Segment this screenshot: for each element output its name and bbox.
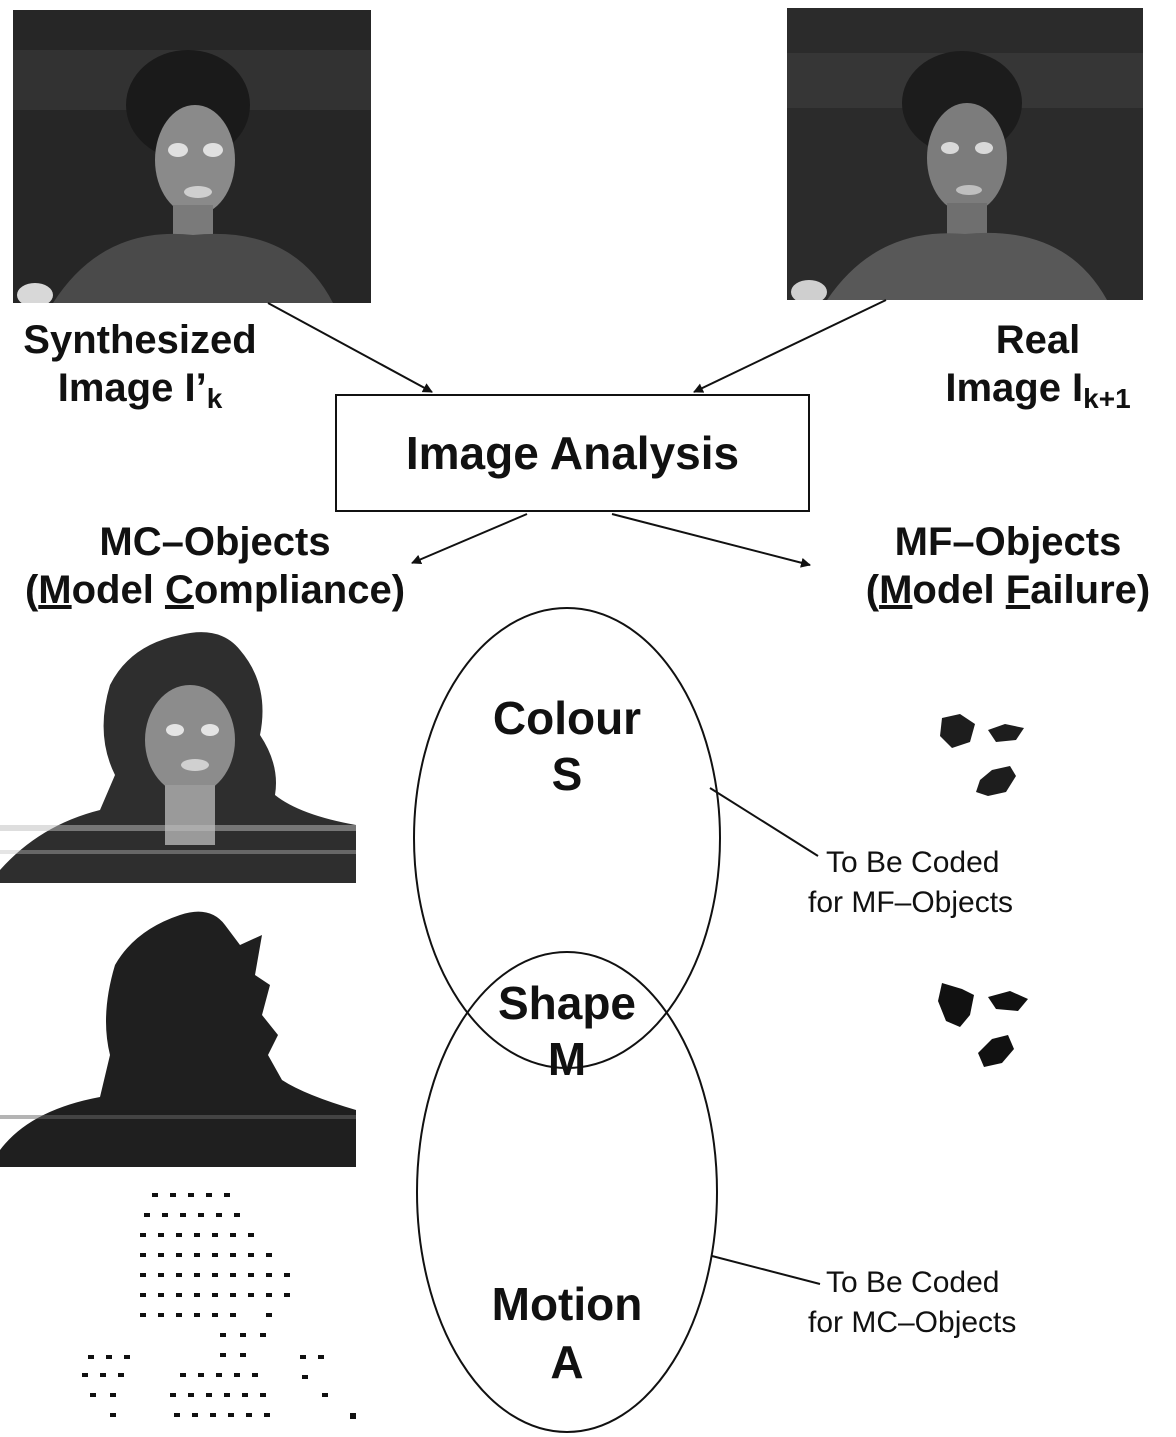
arrow-real-to-analysis bbox=[694, 300, 886, 392]
venn-colour-label: Colour S bbox=[467, 690, 667, 802]
arrow-analysis-to-mf bbox=[612, 514, 810, 565]
leader-mc-note bbox=[712, 1256, 820, 1284]
venn-motion-label: Motion A bbox=[457, 1275, 677, 1391]
leader-mf-note bbox=[710, 788, 818, 856]
mc-coding-note: To Be Coded for MC–Objects bbox=[808, 1263, 1016, 1343]
arrow-analysis-to-mc bbox=[412, 514, 527, 563]
venn-shape-label: Shape M bbox=[467, 975, 667, 1087]
mf-coding-note: To Be Coded for MF–Objects bbox=[808, 843, 1013, 923]
arrow-synth-to-analysis bbox=[268, 303, 432, 392]
